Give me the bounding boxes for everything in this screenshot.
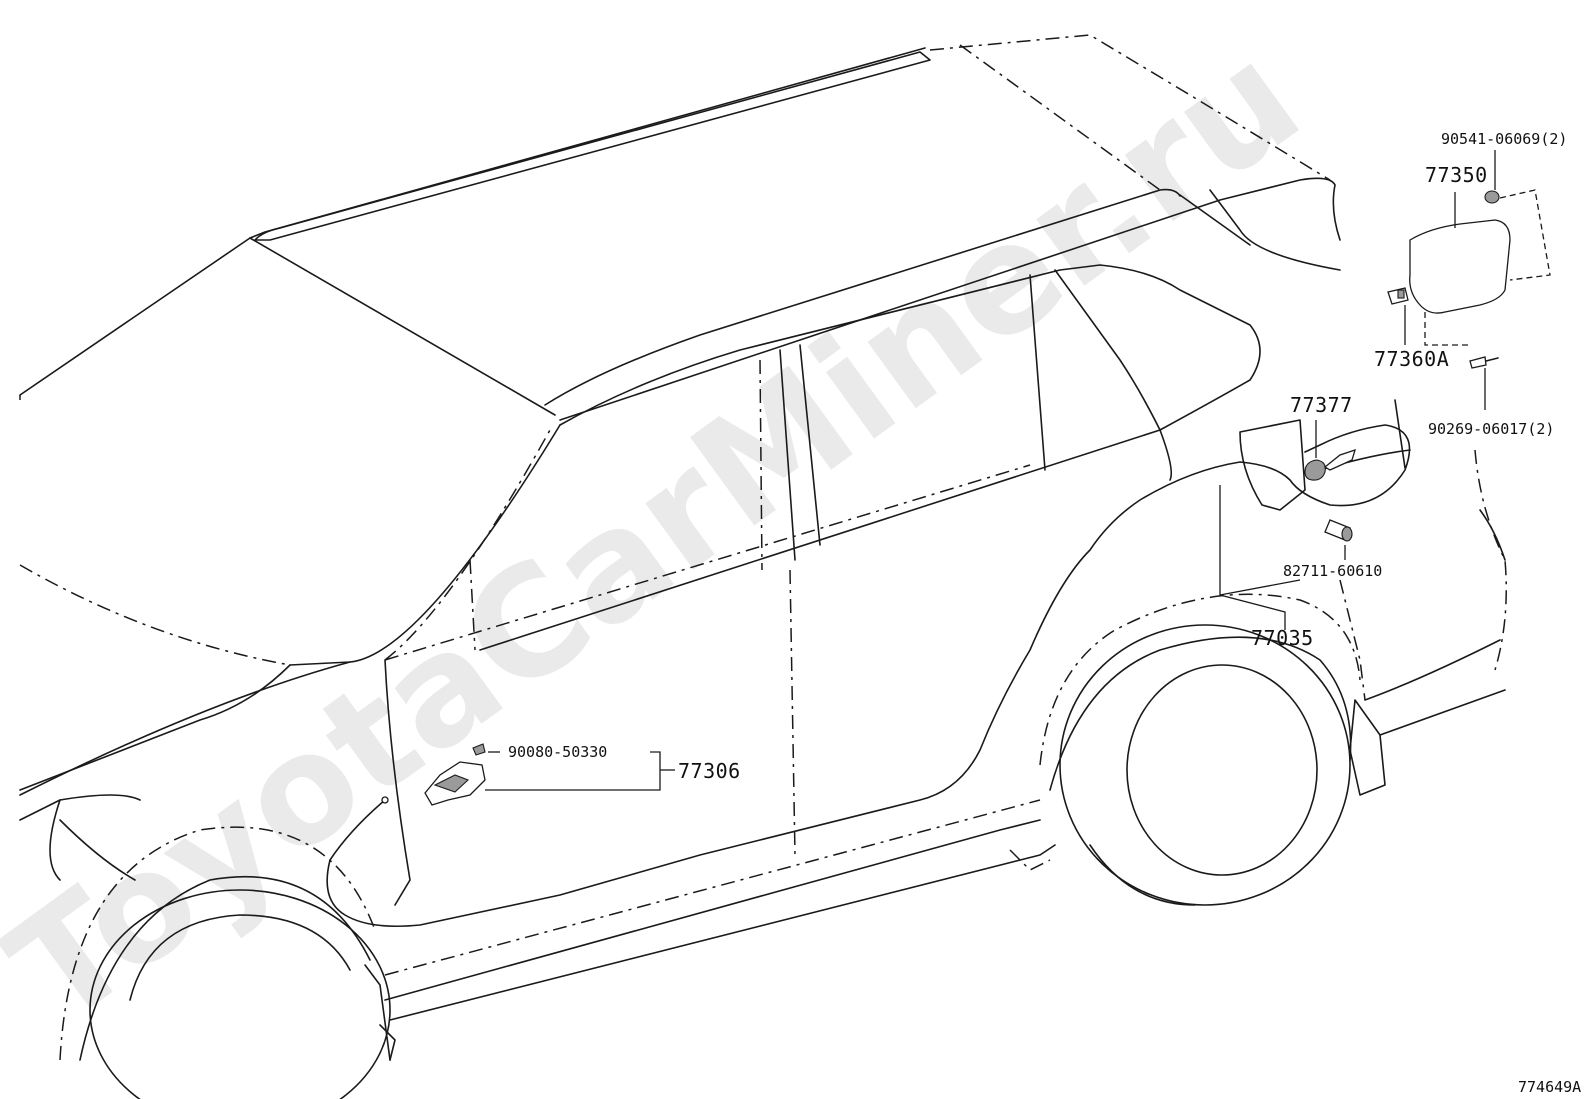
label-90080-50330: 90080-50330 [508, 743, 607, 761]
connector-part [1324, 519, 1353, 542]
label-82711-60610: 82711-60610 [1283, 562, 1382, 580]
label-77306: 77306 [678, 759, 741, 783]
rivet-part [1469, 356, 1499, 369]
release-cable [326, 399, 1411, 928]
part-labels: 90541-06069(2) 77350 77360A 77377 90269-… [508, 130, 1581, 1096]
hinge-part [1387, 287, 1409, 305]
label-77377: 77377 [1290, 393, 1353, 417]
label-90541-06069: 90541-06069(2) [1441, 130, 1567, 148]
label-77350: 77350 [1425, 163, 1488, 187]
fuel-filler-lid [1409, 219, 1511, 314]
release-handle-part [424, 761, 486, 806]
lid-lock-part [1304, 448, 1356, 481]
label-77360a: 77360A [1374, 347, 1449, 371]
screw-part [472, 743, 486, 756]
illustration-code: 774649A [1518, 1078, 1581, 1096]
vehicle-outline [19, 34, 1507, 1099]
label-77035: 77035 [1251, 626, 1314, 650]
leader-lines [485, 150, 1551, 791]
cushion-part [1484, 190, 1500, 204]
label-90269-06017: 90269-06017(2) [1428, 420, 1554, 438]
